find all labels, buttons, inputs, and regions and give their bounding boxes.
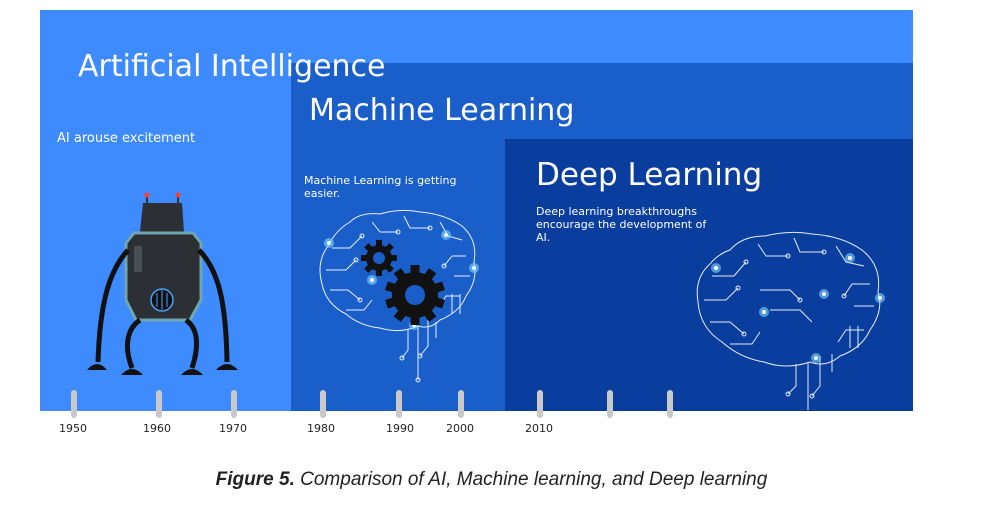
timeline-year: 1950 bbox=[59, 422, 87, 435]
timeline-year: 1970 bbox=[219, 422, 247, 435]
large-gear-icon bbox=[385, 265, 445, 325]
figure-caption-text: Comparison of AI, Machine learning, and … bbox=[300, 469, 768, 490]
dl-title: Deep Learning bbox=[536, 157, 763, 193]
figure-caption: Figure 5. Comparison of AI, Machine lear… bbox=[0, 469, 983, 491]
brain-circuit-gears-icon bbox=[319, 209, 476, 383]
ai-description: AI arouse excitement bbox=[57, 131, 196, 146]
brain-circuit-icon bbox=[696, 231, 881, 410]
ml-description: Machine Learning is getting easier. bbox=[304, 174, 457, 200]
timeline-year: 1990 bbox=[386, 422, 414, 435]
robot-icon bbox=[87, 192, 238, 375]
timeline-markers bbox=[71, 390, 673, 418]
small-gear-icon bbox=[361, 240, 397, 276]
figure-label: Figure 5. bbox=[215, 469, 295, 490]
timeline-year: 2000 bbox=[446, 422, 474, 435]
dl-description: Deep learning breakthroughs encourage th… bbox=[536, 205, 707, 244]
timeline-year: 1980 bbox=[307, 422, 335, 435]
timeline-year: 2010 bbox=[525, 422, 553, 435]
dl-glow-dots bbox=[711, 253, 885, 363]
dl-panel bbox=[505, 139, 913, 411]
timeline-year: 1960 bbox=[143, 422, 171, 435]
